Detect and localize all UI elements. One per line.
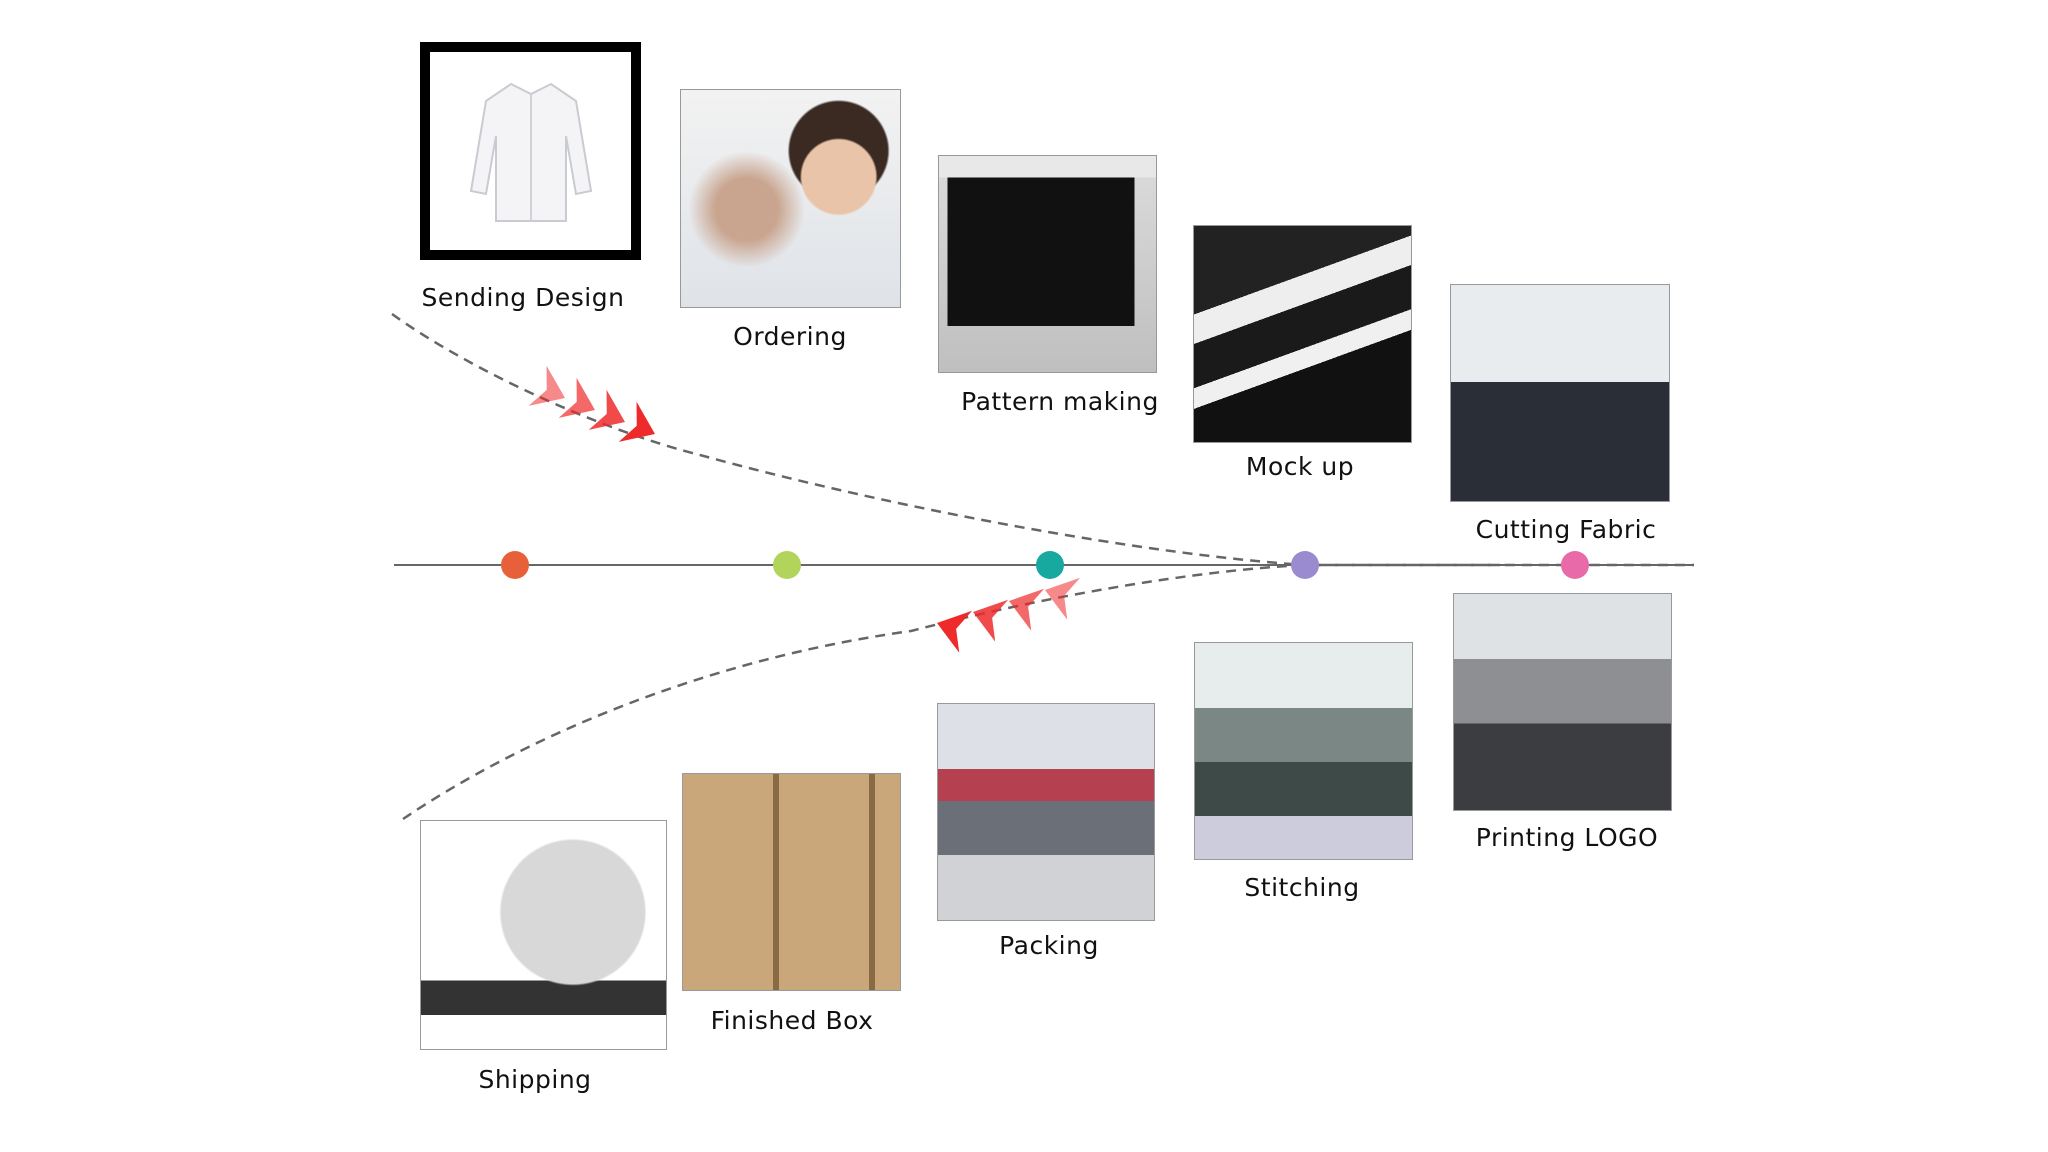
timeline-dot — [773, 551, 801, 579]
computer-monitor-photo — [938, 155, 1157, 373]
chevron-arrow-icon — [1009, 588, 1045, 631]
step-label-packing: Packing — [999, 931, 1099, 960]
timeline-dots — [501, 551, 1589, 579]
chevron-arrow-icon — [588, 389, 625, 430]
step-label-cutting-fabric: Cutting Fabric — [1475, 515, 1657, 544]
lower-dashed-path — [402, 563, 1500, 821]
sewing-factory-photo — [1194, 642, 1413, 860]
timeline-dot — [501, 551, 529, 579]
cutting-table-photo — [1450, 284, 1670, 502]
step-label-ordering: Ordering — [733, 322, 847, 351]
step-label-pattern-making: Pattern making — [961, 387, 1159, 416]
timeline-dot — [1036, 551, 1064, 579]
timeline-dot — [1291, 551, 1319, 579]
step-label-shipping: Shipping — [478, 1065, 592, 1094]
cardboard-boxes-photo — [682, 773, 901, 991]
chevron-arrow-icon — [558, 377, 595, 418]
chevron-arrow-icon — [528, 365, 565, 406]
globe-transport-photo — [420, 820, 667, 1050]
headset-operator-photo — [680, 89, 901, 308]
chevron-arrow-icon — [618, 401, 655, 442]
timeline-dot — [1561, 551, 1589, 579]
step-label-finished-box: Finished Box — [710, 1006, 874, 1035]
sending-design-image — [420, 42, 641, 260]
step-label-mock-up: Mock up — [1245, 452, 1355, 481]
chevron-arrow-icon — [937, 610, 973, 653]
packing-workshop-photo — [937, 703, 1155, 921]
step-label-printing-logo: Printing LOGO — [1475, 823, 1659, 852]
step-label-sending-design: Sending Design — [421, 283, 625, 312]
scissors-fabric-photo — [1193, 225, 1412, 443]
screen-printing-photo — [1453, 593, 1672, 811]
red-chevron-arrows-down-right — [528, 365, 655, 442]
shirt-icon — [469, 82, 592, 222]
chevron-arrow-icon — [973, 599, 1009, 642]
chevron-arrow-icon — [1045, 577, 1081, 620]
red-chevron-arrows-left — [937, 577, 1081, 653]
upper-dashed-path — [391, 312, 1694, 567]
step-label-stitching: Stitching — [1244, 873, 1360, 902]
